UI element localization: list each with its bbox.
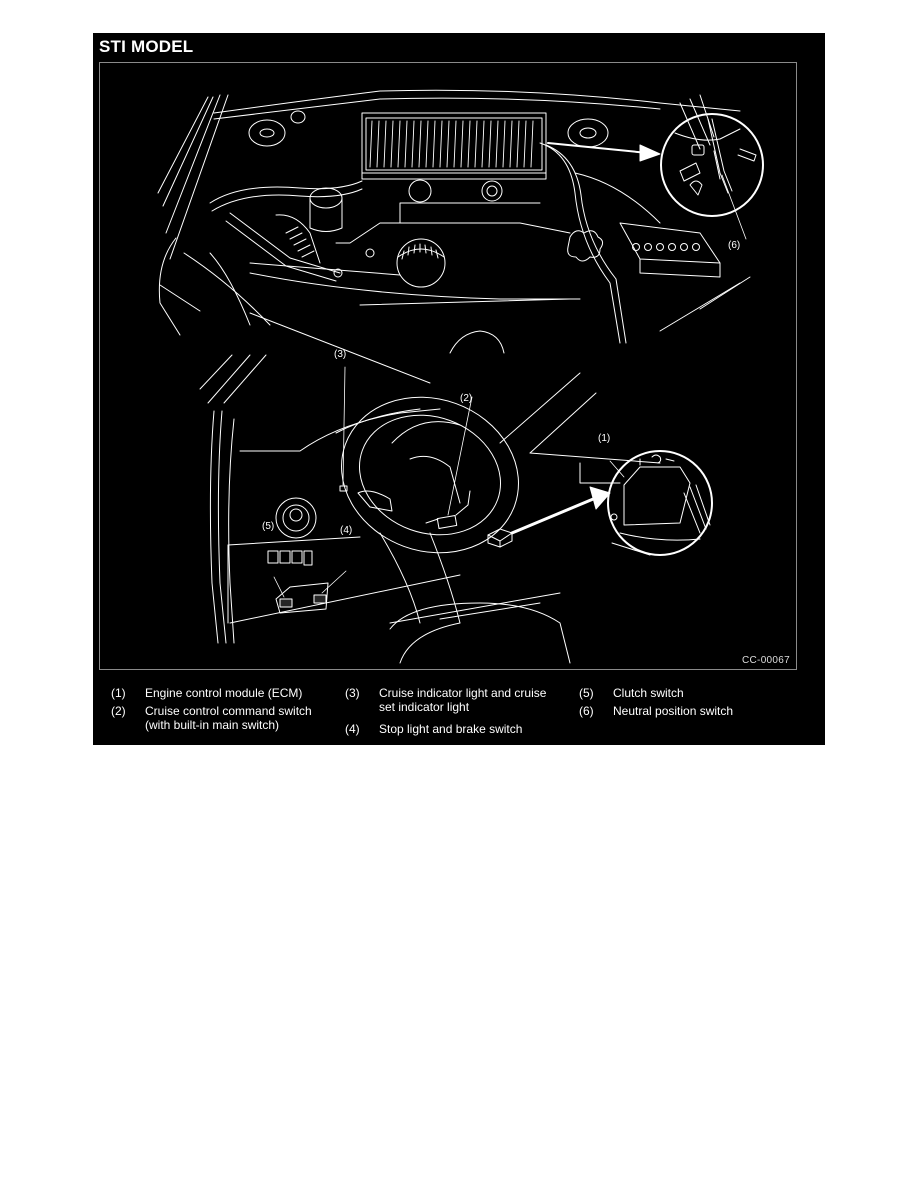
legend-number: (5) (579, 686, 594, 700)
callout-3: (3) (334, 349, 347, 360)
legend-text-line2: (with built-in main switch) (145, 718, 280, 732)
legend-text: Clutch switch (613, 686, 684, 700)
legend: (1) Engine control module (ECM) (2) Crui… (93, 684, 825, 744)
legend-text: Neutral position switch (613, 704, 734, 718)
legend-number: (2) (111, 704, 126, 718)
engine-bay-illustration (157, 89, 764, 384)
callout-1: (1) (598, 433, 611, 444)
legend-text: Cruise indicator light and cruise (379, 686, 547, 700)
legend-number: (6) (579, 704, 594, 718)
legend-text: Cruise control command switch (145, 704, 312, 718)
figure-id: CC-00067 (742, 655, 790, 666)
diagram-title: STI MODEL (99, 37, 194, 56)
legend-text: Engine control module (ECM) (145, 686, 303, 700)
diagram-panel: STI MODEL (93, 33, 825, 745)
legend-text-line2: set indicator light (379, 700, 470, 714)
callout-5: (5) (262, 521, 275, 532)
cabin-illustration (199, 354, 713, 664)
callout-6: (6) (728, 240, 741, 251)
illustration-line-art (157, 89, 764, 664)
illustration-frame: (6) (3) (2) (1) (5) (4) CC-00067 (99, 62, 797, 670)
callout-2: (2) (460, 393, 473, 404)
callout-4: (4) (340, 525, 353, 536)
legend-number: (4) (345, 722, 360, 736)
legend-text: Stop light and brake switch (379, 722, 523, 736)
legend-number: (1) (111, 686, 126, 700)
legend-number: (3) (345, 686, 360, 700)
